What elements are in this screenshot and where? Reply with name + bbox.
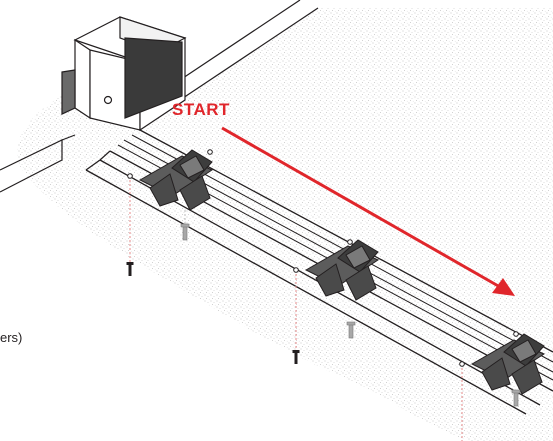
silver-screw-2 <box>346 321 356 339</box>
drill-guides <box>129 180 463 441</box>
black-screw-2 <box>292 350 300 364</box>
start-direction-arrow <box>221 126 515 296</box>
mounting-bracket-1 <box>138 149 214 211</box>
silver-screw-3 <box>511 389 521 407</box>
black-screw-1 <box>126 262 134 276</box>
mounting-bracket-3 <box>470 333 546 395</box>
silver-screws <box>180 223 521 407</box>
mounting-bracket-2 <box>304 239 380 301</box>
black-screws <box>126 262 300 364</box>
start-label: START <box>172 100 230 119</box>
wall-flange <box>0 134 76 193</box>
ceiling-surface <box>17 8 553 441</box>
silver-screw-1 <box>180 223 190 241</box>
mounting-holes <box>127 149 519 367</box>
housing-box <box>61 16 187 132</box>
side-note-fragment: ers) <box>0 330 22 345</box>
